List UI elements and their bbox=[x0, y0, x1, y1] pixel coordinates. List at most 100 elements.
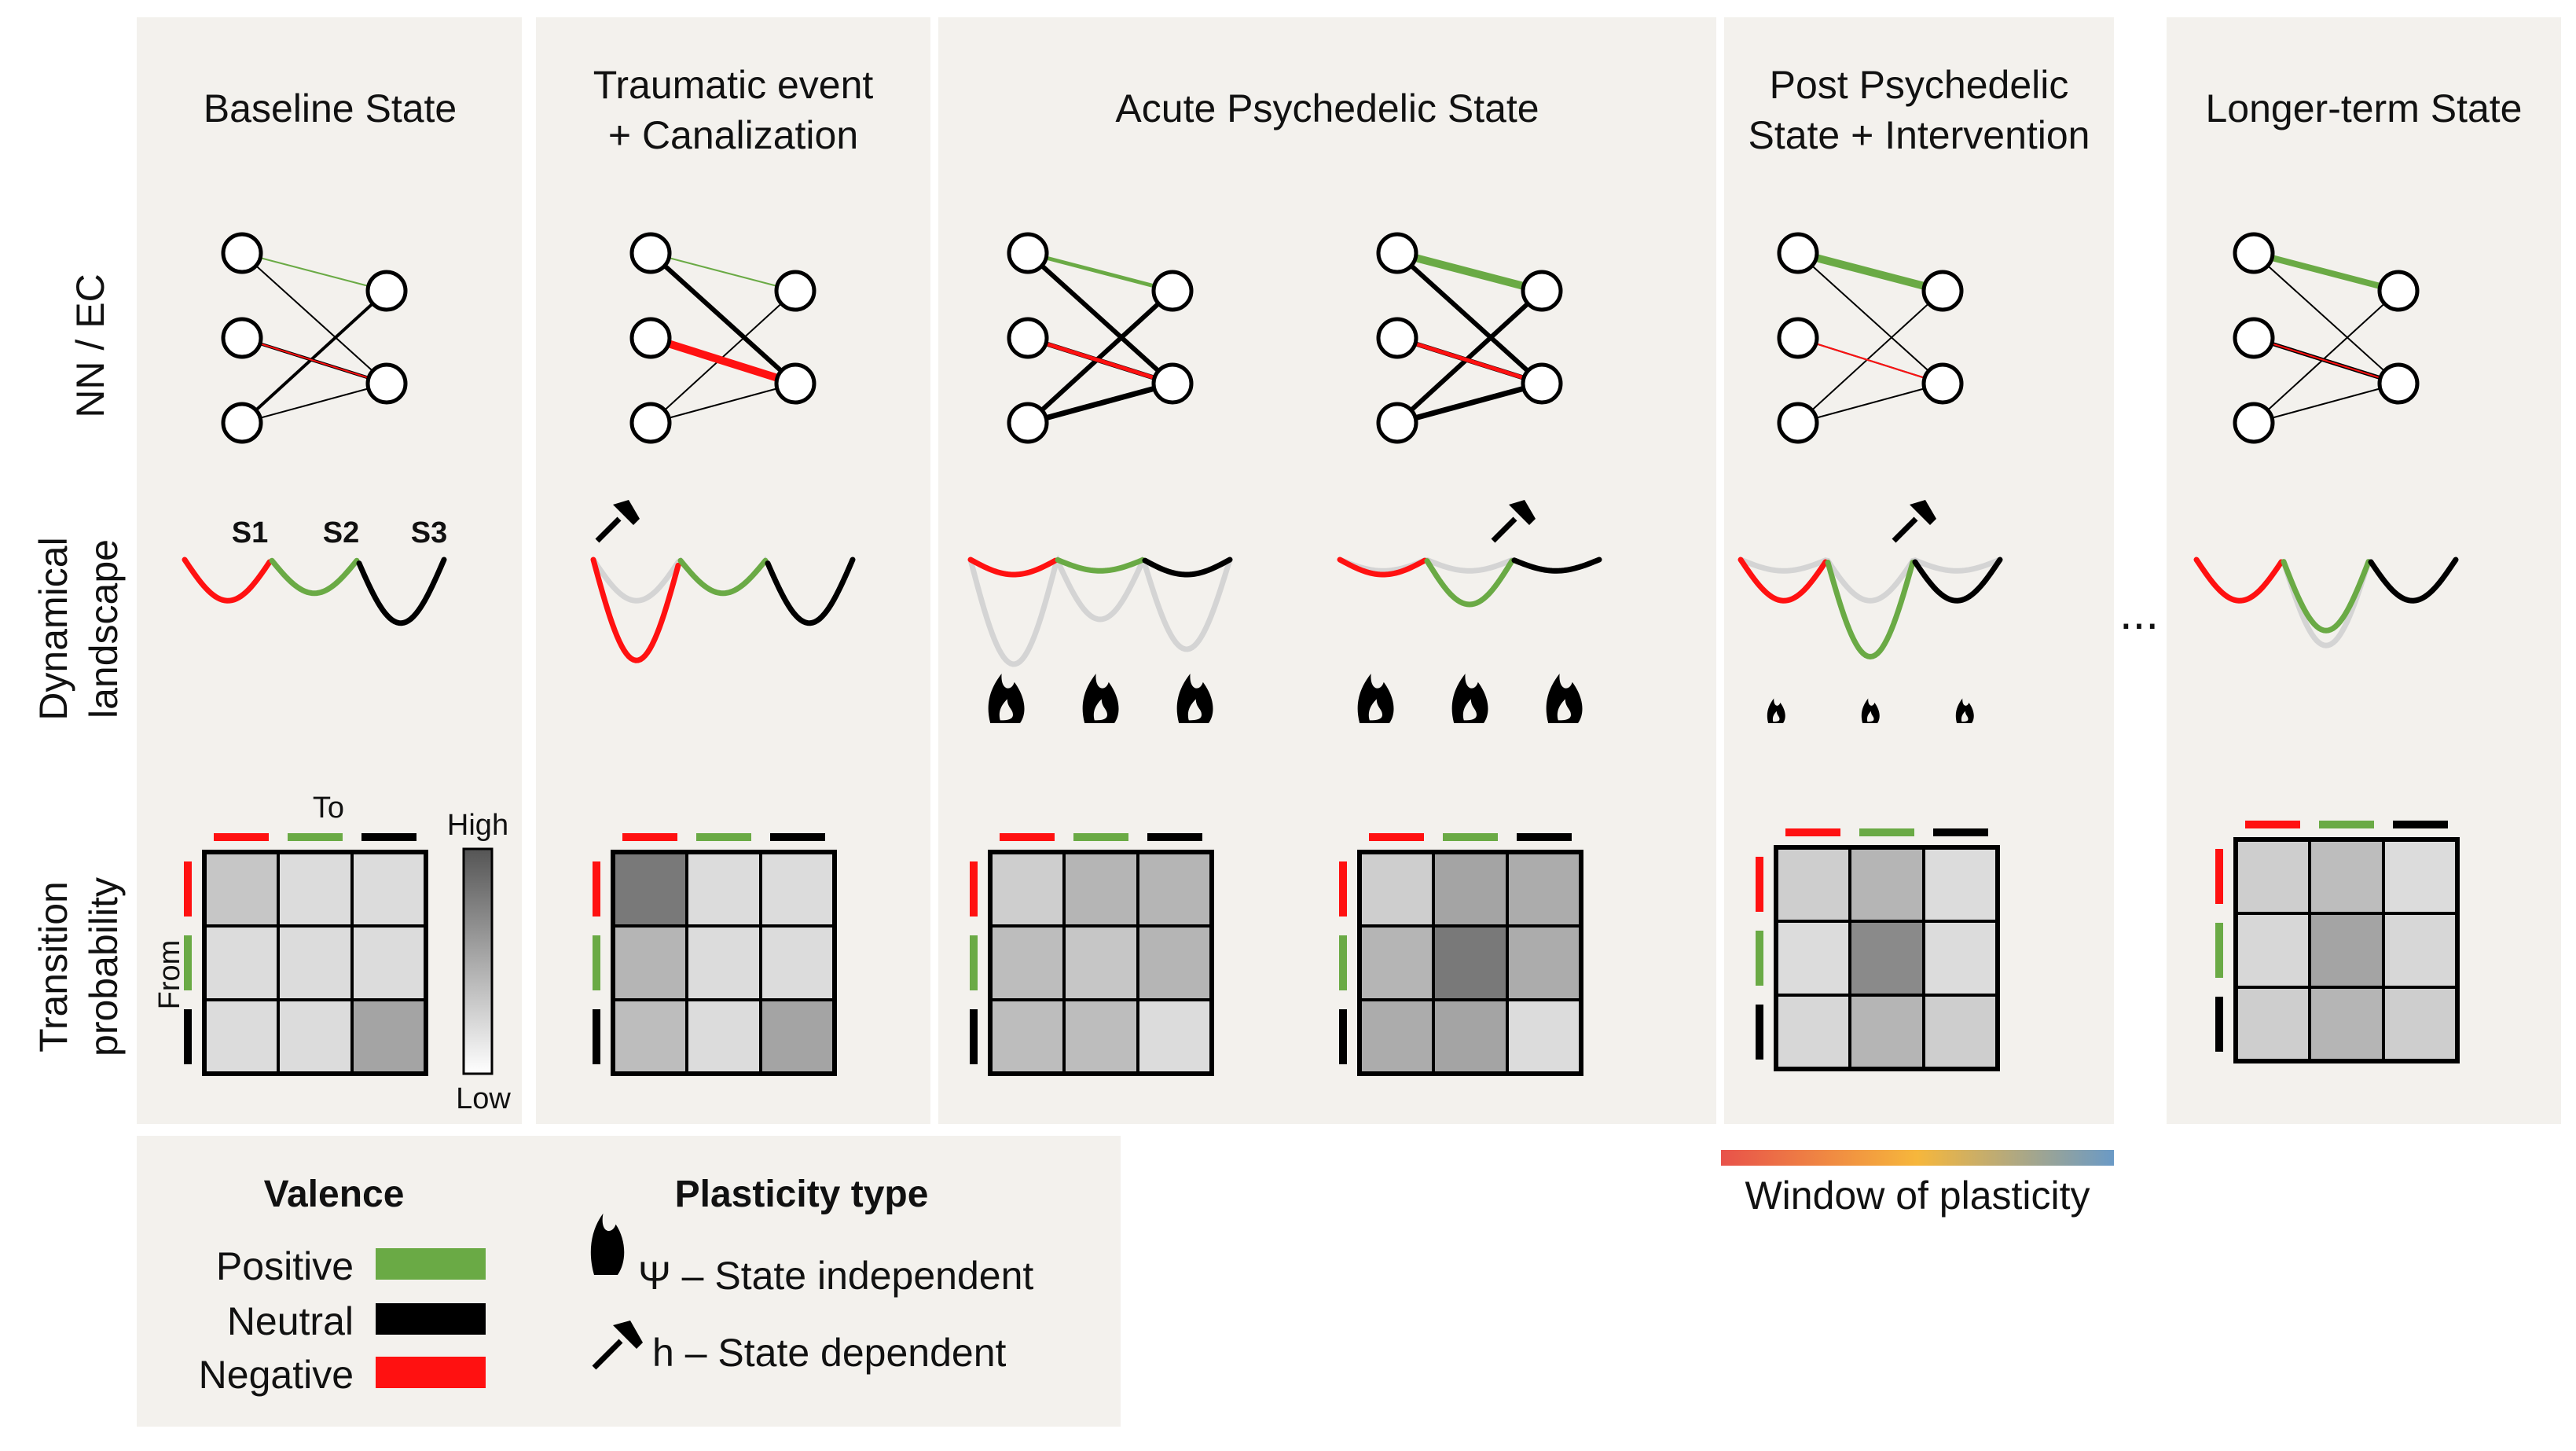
legend-negative-label: Negative bbox=[199, 1353, 354, 1397]
matrix-from-bar bbox=[2215, 849, 2223, 904]
column-5 bbox=[1738, 232, 2003, 1071]
network-node bbox=[2377, 362, 2420, 405]
landscape-well-1 bbox=[2193, 557, 2284, 604]
landscape-well-2 bbox=[269, 557, 360, 597]
matrix-from-bar bbox=[2215, 923, 2223, 978]
row-label-line: probability bbox=[82, 877, 126, 1056]
flame-icon bbox=[1176, 674, 1213, 723]
matrix-cell bbox=[989, 850, 1066, 928]
column-6 bbox=[2193, 232, 2460, 1063]
matrix-cell bbox=[759, 924, 836, 1001]
matrix-cell bbox=[1506, 998, 1583, 1075]
window-of-plasticity-label: Window of plasticity bbox=[1745, 1174, 2090, 1218]
flame-shape bbox=[1546, 674, 1583, 723]
colorbar-low-label: Low bbox=[456, 1082, 511, 1115]
matrix-cell bbox=[2382, 912, 2459, 989]
matrix-cell bbox=[759, 998, 836, 1075]
landscape-well-3 bbox=[1142, 557, 1233, 578]
flame-icon bbox=[1357, 674, 1394, 723]
flame-icon bbox=[1861, 698, 1880, 723]
matrix-cell bbox=[350, 924, 427, 1001]
panel-title-line: + Canalization bbox=[608, 113, 858, 157]
legend-neutral-swatch bbox=[376, 1303, 486, 1335]
network-edge-negative bbox=[2253, 337, 2399, 384]
network-node bbox=[221, 232, 263, 274]
matrix-cell bbox=[1774, 846, 1851, 923]
network-node bbox=[629, 402, 672, 444]
matrix-frame bbox=[611, 850, 837, 1076]
matrix-cell bbox=[2234, 912, 2311, 989]
matrix-cell bbox=[611, 924, 688, 1001]
network-edge-neutral bbox=[1797, 383, 1943, 424]
legend-flame-label: Ψ – State independent bbox=[638, 1254, 1033, 1298]
network-edge-neutral bbox=[1395, 251, 1544, 386]
landscape-ghost-curve bbox=[967, 555, 1233, 667]
matrix-frame bbox=[1357, 850, 1583, 1076]
matrix-cell bbox=[685, 924, 762, 1001]
matrix-from-bar bbox=[970, 861, 978, 917]
matrix-from-bar bbox=[184, 1009, 192, 1064]
network-node bbox=[221, 317, 263, 359]
matrix-to-bar bbox=[2393, 821, 2448, 828]
flame-shape bbox=[1451, 674, 1488, 723]
matrix-cell bbox=[1506, 924, 1583, 1001]
matrix-cell bbox=[685, 850, 762, 928]
matrix-from-bar bbox=[1339, 1009, 1347, 1064]
network-edge-neutral bbox=[1026, 251, 1175, 386]
row-label-line: Transition bbox=[31, 881, 75, 1052]
matrix-to-bar bbox=[1517, 833, 1572, 841]
matrix-from-label: From bbox=[153, 940, 186, 1010]
matrix-cell bbox=[2234, 838, 2311, 915]
hammer-handle bbox=[1892, 516, 1918, 543]
legend-hammer-icon bbox=[592, 1321, 643, 1370]
matrix-to-bar bbox=[1147, 833, 1202, 841]
matrix-cell bbox=[1922, 994, 1999, 1071]
landscape-well-1 bbox=[1337, 557, 1428, 578]
matrix-cell bbox=[1136, 998, 1213, 1075]
matrix-cell bbox=[1774, 920, 1851, 997]
matrix-cell bbox=[2308, 986, 2385, 1063]
panel-title-line: Traumatic event bbox=[593, 63, 874, 107]
matrix-cell bbox=[1136, 850, 1213, 928]
row-label-network: NN / EC bbox=[68, 274, 112, 417]
matrix-to-bar bbox=[1933, 828, 1988, 836]
network-edge-negative bbox=[649, 334, 797, 388]
matrix-to-bar bbox=[1859, 828, 1914, 836]
matrix-cell bbox=[277, 924, 354, 1001]
network-node bbox=[221, 402, 263, 444]
state-label-s3: S3 bbox=[411, 516, 447, 549]
matrix-cell bbox=[1432, 850, 1509, 928]
network-edge-neutral bbox=[241, 383, 387, 424]
matrix-cell bbox=[350, 998, 427, 1075]
network-edge-negative bbox=[1396, 336, 1543, 386]
network-node bbox=[2233, 317, 2275, 359]
matrix-cell bbox=[1774, 994, 1851, 1071]
matrix-cell bbox=[1506, 850, 1583, 928]
hammer-handle bbox=[1491, 516, 1517, 543]
ellipsis: ... bbox=[2119, 586, 2159, 639]
colorbar bbox=[462, 847, 494, 1075]
hammer-icon bbox=[595, 500, 640, 543]
flame-icon bbox=[1955, 698, 1974, 723]
matrix-from-bar bbox=[593, 935, 600, 990]
network-edge-neutral bbox=[1797, 252, 1943, 384]
network-edge-neutral bbox=[1797, 290, 1943, 424]
flame-shape bbox=[1176, 674, 1213, 723]
landscape-well-3 bbox=[765, 557, 856, 626]
landscape-well-3 bbox=[2368, 557, 2459, 604]
state-label-s2: S2 bbox=[323, 516, 359, 549]
landscape-well-2 bbox=[2281, 559, 2372, 634]
matrix-to-bar bbox=[622, 833, 677, 841]
network-node bbox=[1007, 317, 1049, 359]
network-node bbox=[1151, 362, 1194, 405]
row-label-line: landscape bbox=[82, 539, 126, 718]
flame-icon bbox=[1546, 674, 1583, 723]
network-node bbox=[2233, 402, 2275, 444]
matrix-cell bbox=[1136, 924, 1213, 1001]
matrix-cell bbox=[611, 850, 688, 928]
network-node bbox=[1777, 402, 1819, 444]
landscape-well-3 bbox=[356, 557, 447, 626]
column-2 bbox=[590, 232, 856, 1076]
legend-neutral-label: Neutral bbox=[227, 1299, 354, 1343]
